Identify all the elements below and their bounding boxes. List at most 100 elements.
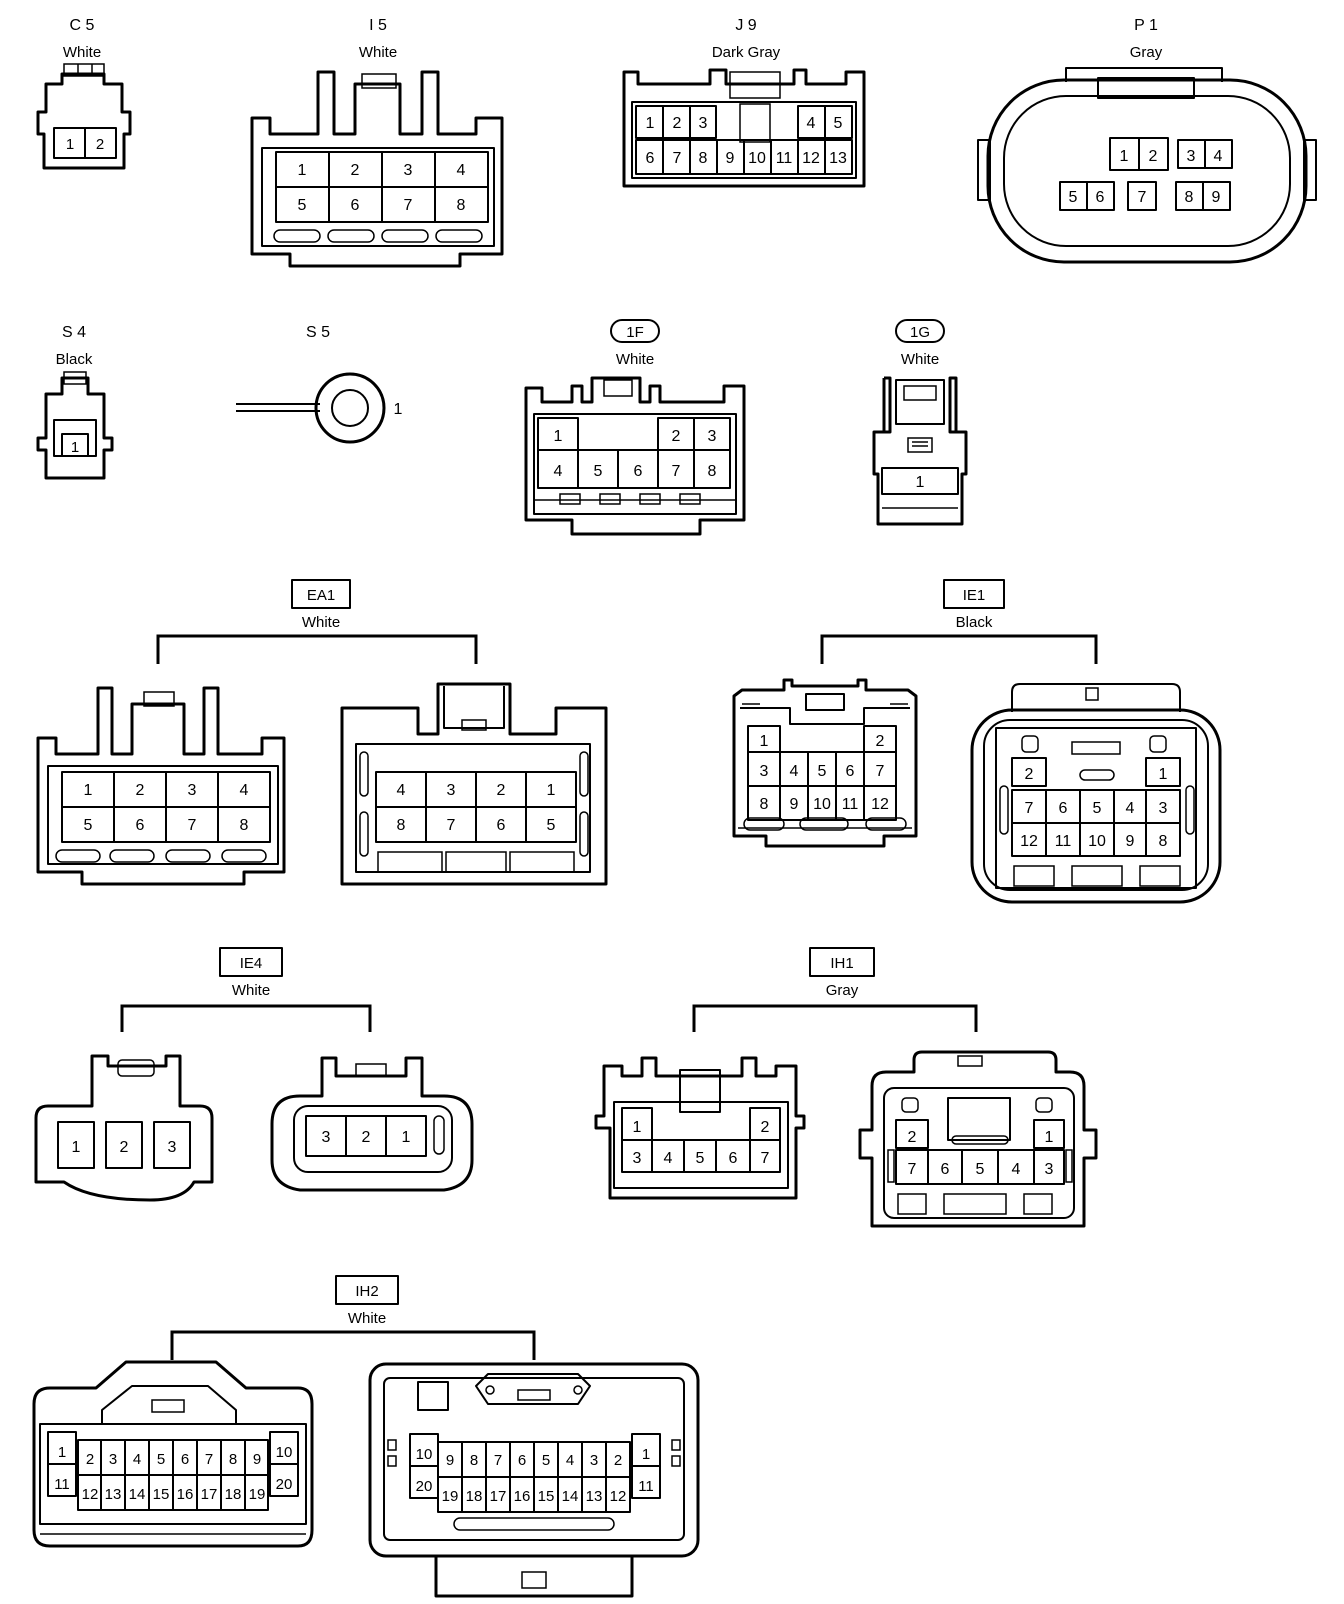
- pin-label: 2: [96, 136, 104, 153]
- pin-label: 4: [457, 162, 466, 179]
- pin-label: 4: [1126, 800, 1135, 817]
- pin-label: 2: [1149, 148, 1158, 165]
- connector-color: White: [901, 351, 939, 368]
- pin-label: 5: [594, 463, 603, 480]
- pin-label: 6: [941, 1161, 950, 1178]
- pin-label: 8: [760, 796, 769, 813]
- pin-label: 6: [646, 150, 655, 167]
- pin-label: 1: [760, 733, 769, 750]
- pin-label: 5: [976, 1161, 985, 1178]
- pin-label: 1: [84, 782, 93, 799]
- connector-color: White: [348, 1310, 386, 1327]
- connector-ie1: IE1 Black 1 2 3 4 5 6 7 8 9 10 11 12: [732, 579, 1222, 904]
- pin-label: 3: [633, 1150, 642, 1167]
- pin-label: 2: [351, 162, 360, 179]
- connector-ea1: EA1 White 1 2 3 4 5 6 7 8: [36, 579, 608, 886]
- pin-label: 4: [240, 782, 249, 799]
- pin-label: 1: [633, 1119, 642, 1136]
- connector-i5: I 5 White 1 2 3 4 5 6 7 8: [250, 17, 504, 268]
- pin-label: 2: [86, 1451, 94, 1468]
- pin-label: 6: [1059, 800, 1068, 817]
- connector-ie4: IE4 White 1 2 3 3 2 1: [34, 947, 474, 1202]
- pin-label: 3: [1159, 800, 1168, 817]
- pin-label: 2: [120, 1139, 129, 1156]
- pin-label: 7: [761, 1150, 770, 1167]
- pin-label: 20: [416, 1478, 433, 1495]
- pin-label: 2: [761, 1119, 770, 1136]
- pin-label: 6: [181, 1451, 189, 1468]
- connector-ih2: IH2 White 1 2 3 4 5 6 7 8 9 10 11 12 13: [32, 1275, 700, 1598]
- pin-label: 7: [494, 1452, 502, 1469]
- pin-label: 20: [276, 1476, 293, 1493]
- pin-label: 3: [168, 1139, 177, 1156]
- pin-label: 7: [1025, 800, 1034, 817]
- pin-label: 7: [404, 197, 413, 214]
- pin-label: 1: [554, 428, 563, 445]
- pin-label: 5: [298, 197, 307, 214]
- pin-label: 8: [457, 197, 466, 214]
- pin-label: 9: [790, 796, 799, 813]
- pin-label: 9: [726, 150, 735, 167]
- pin-label: 6: [729, 1150, 738, 1167]
- pin-label: 1: [547, 782, 556, 799]
- pin-label: 2: [362, 1129, 371, 1146]
- connector-color: White: [302, 614, 340, 631]
- pin-label: 4: [664, 1150, 673, 1167]
- pin-label: 8: [470, 1452, 478, 1469]
- pin-label: 1: [646, 115, 655, 132]
- pin-label: 2: [497, 782, 506, 799]
- pin-label: 12: [871, 796, 889, 813]
- pin-label: 3: [590, 1452, 598, 1469]
- pin-label: 1: [394, 401, 403, 418]
- pin-label: 2: [614, 1452, 622, 1469]
- pin-label: 1: [1120, 148, 1129, 165]
- connector-code: 1F: [626, 324, 644, 341]
- pin-label: 12: [802, 150, 820, 167]
- pin-label: 3: [188, 782, 197, 799]
- connector-c5: C 5 White 1 2: [36, 17, 132, 170]
- pin-label: 3: [699, 115, 708, 132]
- pin-label: 11: [1055, 833, 1072, 850]
- pin-label: 3: [447, 782, 456, 799]
- pin-label: 4: [133, 1451, 141, 1468]
- connector-p1: P 1 Gray 1 2 3 4 5 6 7 8 9: [977, 17, 1317, 264]
- connector-code: J 9: [735, 17, 756, 34]
- pin-label: 19: [249, 1486, 266, 1503]
- pin-label: 17: [201, 1486, 218, 1503]
- connector-code: 1G: [910, 324, 930, 341]
- pin-label: 10: [748, 150, 766, 167]
- pin-label: 8: [1185, 189, 1194, 206]
- pin-label: 8: [708, 463, 717, 480]
- connector-color: Dark Gray: [712, 44, 781, 61]
- connector-code: EA1: [307, 587, 335, 604]
- connector-1g: 1G White 1: [872, 319, 968, 526]
- pin-label: 4: [790, 763, 799, 780]
- pin-label: 15: [153, 1486, 170, 1503]
- pin-label: 16: [514, 1488, 531, 1505]
- pin-label: 1: [1159, 766, 1168, 783]
- pin-label: 4: [566, 1452, 574, 1469]
- pin-label: 2: [673, 115, 682, 132]
- pin-label: 4: [1012, 1161, 1021, 1178]
- connector-color: White: [63, 44, 101, 61]
- connector-ih1: IH1 Gray 1 2 3 4 5 6 7: [594, 947, 1098, 1228]
- pin-label: 5: [834, 115, 843, 132]
- pin-label: 1: [642, 1446, 650, 1463]
- connector-code: IE4: [240, 955, 263, 972]
- pin-label: 3: [760, 763, 769, 780]
- pin-label: 6: [1096, 189, 1105, 206]
- pin-label: 12: [610, 1488, 627, 1505]
- pin-label: 11: [776, 150, 793, 167]
- pin-label: 3: [404, 162, 413, 179]
- connector-code: IH1: [830, 955, 853, 972]
- pin-label: 5: [696, 1150, 705, 1167]
- connector-code: IH2: [355, 1283, 378, 1300]
- connector-code: S 5: [306, 324, 330, 341]
- pin-label: 6: [634, 463, 643, 480]
- pin-label: 6: [846, 763, 855, 780]
- pin-label: 18: [225, 1486, 242, 1503]
- pin-label: 13: [829, 150, 847, 167]
- connector-color: White: [232, 982, 270, 999]
- pin-label: 2: [876, 733, 885, 750]
- pin-label: 7: [673, 150, 682, 167]
